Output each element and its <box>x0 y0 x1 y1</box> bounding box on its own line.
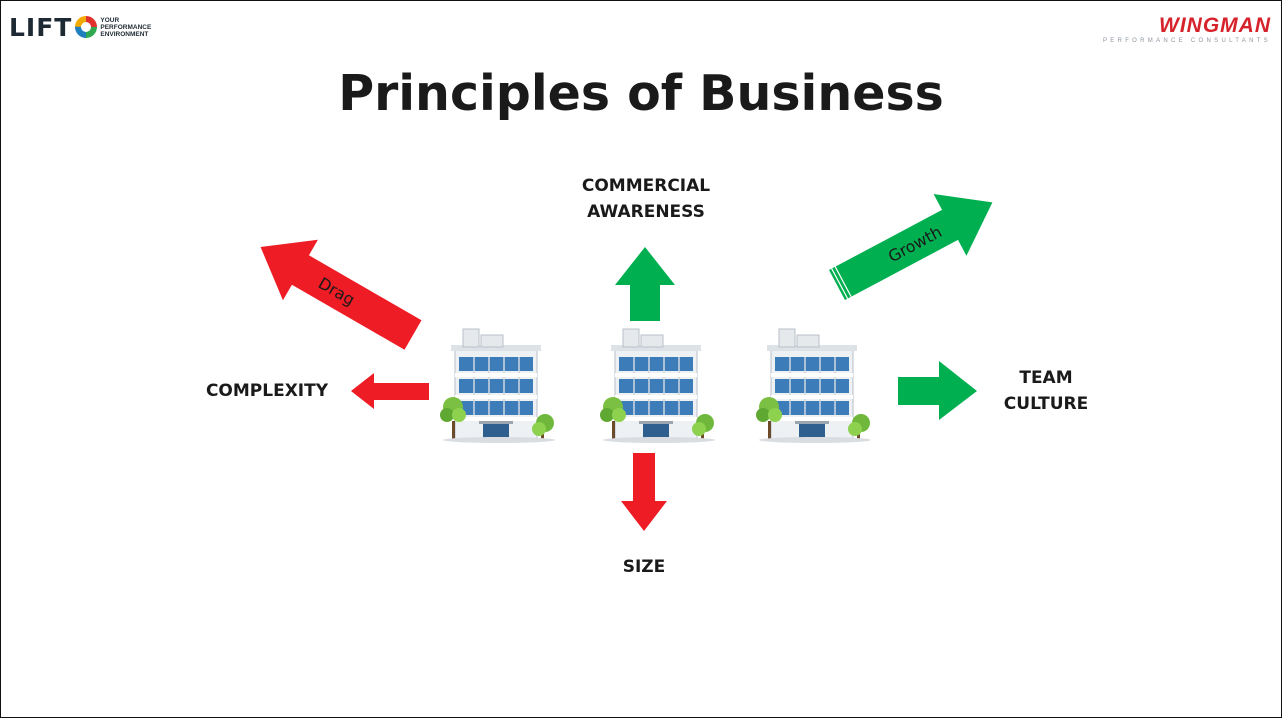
office-building-icon <box>599 328 716 444</box>
label-line: TEAM <box>1019 368 1073 388</box>
lift-tagline-line: YOUR <box>100 16 120 24</box>
wingman-logo: WINGMAN PERFORMANCE CONSULTANTS <box>1103 15 1271 44</box>
label-size: SIZE <box>622 557 666 577</box>
label-commercial-awareness: COMMERCIAL AWARENESS <box>561 173 731 225</box>
label-line: CULTURE <box>1003 394 1089 414</box>
lift-logo: LIFT YOUR PERFORMANCE ENVIRONMENT <box>9 11 151 43</box>
label-team-culture: TEAM CULTURE <box>991 365 1101 417</box>
lift-ring-icon <box>75 16 98 38</box>
label-line: COMMERCIAL <box>581 176 711 196</box>
lift-wordmark: LIFT <box>9 12 73 42</box>
arrow-up-icon <box>615 247 675 321</box>
arrow-left-icon <box>351 373 429 409</box>
lift-tagline: YOUR PERFORMANCE ENVIRONMENT <box>100 17 151 38</box>
lift-tagline-line: PERFORMANCE <box>100 23 152 31</box>
arrow-down-icon <box>621 453 667 531</box>
office-building-icon <box>439 328 556 444</box>
label-complexity: COMPLEXITY <box>205 381 329 401</box>
page-title: Principles of Business <box>338 65 944 122</box>
growth-arrow: Growth <box>829 194 993 301</box>
wingman-wordmark: WINGMAN <box>1159 14 1271 37</box>
drag-arrow: Drag <box>260 239 422 350</box>
arrow-right-icon <box>898 361 977 420</box>
label-line: AWARENESS <box>587 202 705 222</box>
wingman-tagline: PERFORMANCE CONSULTANTS <box>1102 38 1271 44</box>
office-building-icon <box>755 328 872 444</box>
lift-tagline-line: ENVIRONMENT <box>100 30 149 38</box>
